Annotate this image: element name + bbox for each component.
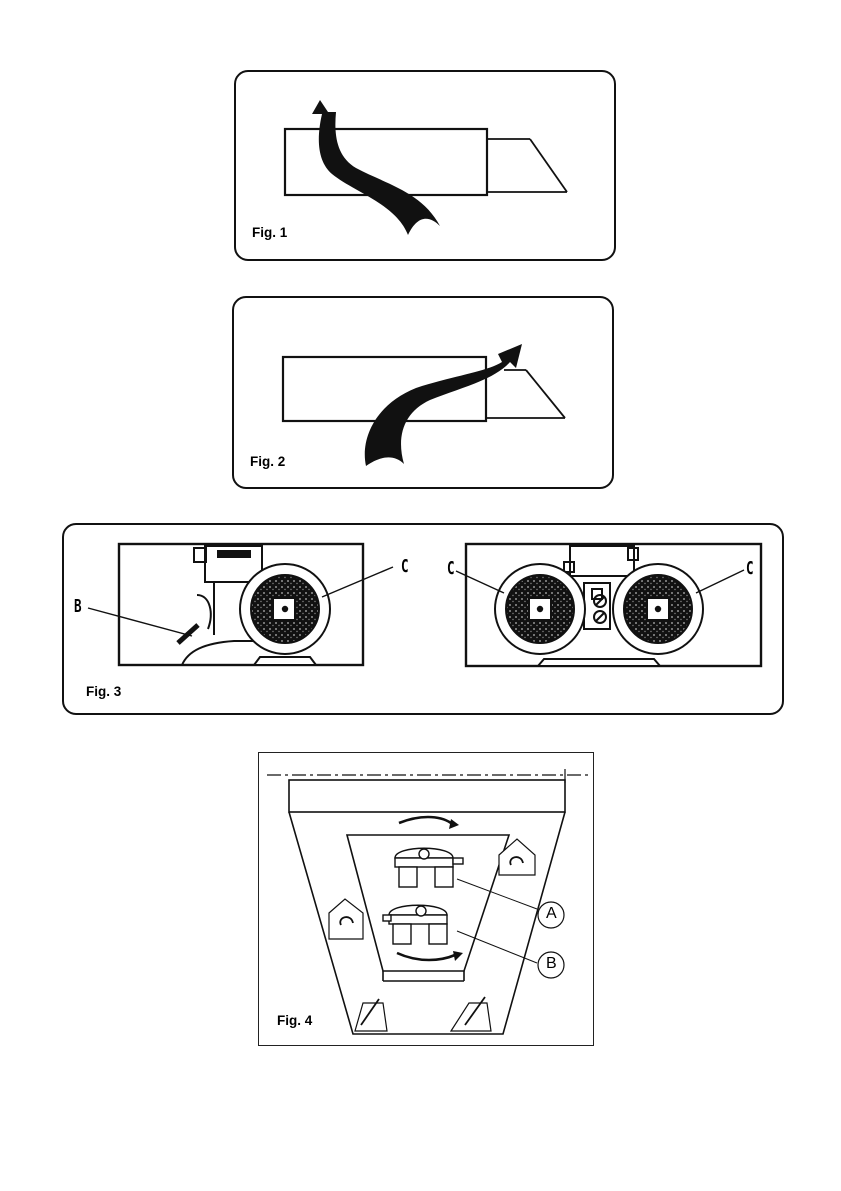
chimney-outline [487, 139, 567, 192]
callout-c-filter-right: C [746, 558, 754, 579]
airflow-arrow-up [312, 100, 440, 235]
figure-1-panel: Fig. 1 [234, 70, 616, 261]
motor-a [395, 848, 463, 887]
figure-3-label: Fig. 3 [86, 684, 121, 699]
single-motor-unit [119, 544, 363, 665]
twin-motor-unit [466, 544, 761, 666]
callout-b-grease: B [74, 596, 82, 617]
callout-c-filter-left: C [447, 558, 455, 579]
airflow-arrow-out [365, 344, 522, 466]
figure-4-drawing [259, 753, 595, 1047]
callout-b-label: B [546, 955, 557, 973]
callout-c-filter: C [401, 556, 409, 577]
figure-2-label: Fig. 2 [250, 454, 285, 469]
figure-3-drawing [64, 525, 786, 717]
motor-b [383, 905, 447, 944]
figure-2-panel: Fig. 2 [232, 296, 614, 489]
figure-4-panel: A B Fig. 4 [258, 752, 594, 1046]
figure-3-panel: B C C C Fig. 3 [62, 523, 784, 715]
figure-1-label: Fig. 1 [252, 225, 287, 240]
figure-1-drawing [236, 72, 618, 263]
chimney-outline [486, 370, 565, 418]
callout-a-label: A [546, 905, 557, 923]
figure-2-drawing [234, 298, 616, 491]
figure-4-label: Fig. 4 [277, 1013, 312, 1028]
callout-lines [457, 879, 537, 963]
